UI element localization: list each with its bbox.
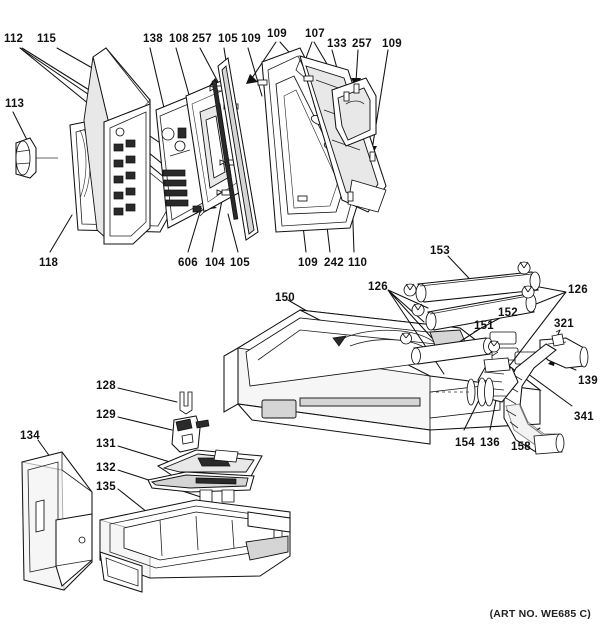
callout-154: 154	[455, 437, 475, 449]
callout-136: 136	[480, 437, 500, 449]
part-112-panel-display-section	[103, 103, 151, 245]
callout-138: 138	[143, 33, 163, 45]
part-606-harness	[192, 205, 207, 217]
callout-129: 129	[96, 409, 116, 421]
part-152-hose	[425, 293, 537, 331]
callout-109: 109	[382, 38, 402, 50]
callout-153: 153	[430, 245, 450, 257]
part-134-dispenser-drawer	[21, 451, 93, 591]
callout-112: 112	[4, 33, 24, 45]
callout-242: 242	[324, 257, 344, 269]
part-139-elbow-duct	[539, 337, 589, 369]
callout-109: 109	[298, 257, 318, 269]
callout-118: 118	[39, 257, 59, 269]
callout-134: 134	[20, 430, 40, 442]
callout-150: 150	[275, 292, 295, 304]
callout-321: 321	[554, 318, 574, 330]
callout-115: 115	[37, 33, 57, 45]
fasteners-frame	[257, 75, 376, 202]
callout-139: 139	[578, 375, 598, 387]
callout-257: 257	[192, 33, 212, 45]
callout-128: 128	[96, 380, 116, 392]
part-153-hose	[415, 271, 541, 303]
callout-107: 107	[305, 28, 325, 40]
callout-158: 158	[511, 441, 531, 453]
part-321-duct-clamp	[551, 329, 565, 347]
part-150-dispenser-tank	[223, 309, 542, 445]
callout-341: 341	[574, 411, 594, 423]
callout-105: 105	[230, 257, 250, 269]
callout-152: 152	[498, 307, 518, 319]
leader-lines-hoses	[387, 255, 567, 379]
callout-126: 126	[368, 281, 388, 293]
part-242-frame-rail	[211, 57, 259, 241]
callout-105: 105	[218, 33, 238, 45]
callout-126: 126	[568, 284, 588, 296]
callout-110: 110	[348, 257, 368, 269]
part-129-valve-actuator	[171, 415, 210, 453]
part-136-seal-ring	[477, 377, 494, 407]
callout-132: 132	[96, 462, 116, 474]
callout-131: 131	[96, 438, 116, 450]
callout-257: 257	[352, 38, 372, 50]
callout-104: 104	[205, 257, 225, 269]
part-135-dispenser-housing	[99, 499, 291, 593]
part-113-control-knob	[15, 137, 58, 179]
callout-113: 113	[5, 98, 25, 110]
callout-135: 135	[96, 481, 116, 493]
callout-109: 109	[241, 33, 261, 45]
callout-133: 133	[327, 38, 347, 50]
part-128-retainer-clip	[179, 391, 193, 415]
part-132-dispenser-slide	[147, 471, 255, 503]
part-341-corrugated-hose	[503, 343, 565, 455]
part-131-dispenser-insert	[156, 449, 263, 479]
callout-151: 151	[474, 320, 494, 332]
art-number-label: (ART NO. WE685 C)	[489, 608, 591, 620]
callout-109: 109	[267, 28, 287, 40]
callout-606: 606	[178, 257, 198, 269]
callout-108: 108	[169, 33, 189, 45]
